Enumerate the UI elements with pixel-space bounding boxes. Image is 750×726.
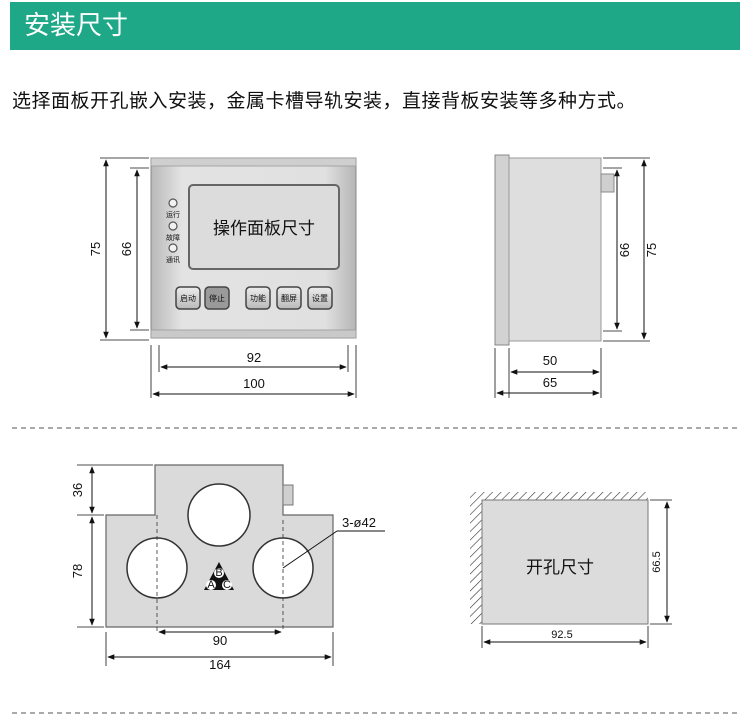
button-label: 功能 (250, 293, 266, 303)
dim-side-height-inner: 66 (617, 243, 632, 257)
button-label: 停止 (209, 293, 225, 303)
cutout-view: 开孔尺寸 66.5 92.5 (470, 492, 672, 648)
dim-side-height-outer: 75 (644, 243, 659, 257)
section-title: 安装尺寸 (24, 11, 129, 41)
button-settings[interactable]: 设置 (307, 286, 333, 310)
button-page[interactable]: 翻屏 (276, 286, 302, 310)
side-bezel (494, 154, 510, 346)
lcd-screen (188, 184, 340, 270)
dim-cutout-height: 66.5 (651, 551, 663, 572)
led-icon (168, 198, 178, 208)
panel-label: 操作面板尺寸 (213, 219, 315, 239)
indicator-comm: 通讯 (166, 243, 180, 264)
dim-width-inner: 92 (247, 350, 261, 365)
button-stop[interactable]: 停止 (204, 286, 230, 310)
svg-text:C: C (223, 579, 231, 591)
indicator-run: 运行 (166, 198, 180, 219)
led-icon (168, 243, 178, 253)
side-view: 66 75 50 65 (494, 154, 659, 398)
cutout-rect (481, 499, 649, 625)
front-view: 操作面板尺寸 运行 故障 通讯 启动 停止 功能 翻屏 (88, 157, 357, 398)
side-terminal (600, 173, 615, 193)
hole-top (187, 483, 251, 547)
button-label: 设置 (312, 293, 328, 303)
dim-width-outer: 100 (243, 376, 265, 391)
intro-text: 选择面板开孔嵌入安装，金属卡槽导轨安装，直接背板安装等多种方式。 (12, 90, 637, 112)
dim-top-step: 36 (70, 483, 85, 497)
dim-depth-inner: 50 (543, 353, 557, 368)
dim-height-outer: 75 (88, 242, 103, 256)
dim-depth-outer: 65 (543, 375, 557, 390)
section-header: 安装尺寸 (10, 2, 740, 50)
indicator-label: 通讯 (166, 255, 180, 264)
dim-width: 164 (209, 657, 231, 672)
button-start[interactable]: 启动 (175, 286, 201, 310)
dim-body-height: 78 (70, 564, 85, 578)
button-label: 翻屏 (281, 294, 297, 303)
side-body (508, 157, 602, 342)
indicator-fault: 故障 (166, 221, 180, 242)
dim-cutout-width: 92.5 (551, 629, 572, 641)
button-function[interactable]: 功能 (245, 286, 271, 310)
indicator-label: 运行 (166, 210, 180, 219)
dim-hole-spacing: 90 (213, 633, 227, 648)
svg-text:B: B (215, 567, 222, 579)
bottom-view: B A C 3-ø42 36 78 90 164 (70, 464, 385, 672)
led-icon (168, 221, 178, 231)
dim-hole-note: 3-ø42 (342, 515, 376, 530)
svg-text:A: A (207, 579, 215, 591)
indicator-label: 故障 (166, 233, 180, 242)
phase-symbol-icon: B A C (204, 562, 234, 591)
button-label: 启动 (180, 293, 196, 303)
cutout-label: 开孔尺寸 (526, 558, 594, 578)
dim-height-inner: 66 (119, 242, 134, 256)
